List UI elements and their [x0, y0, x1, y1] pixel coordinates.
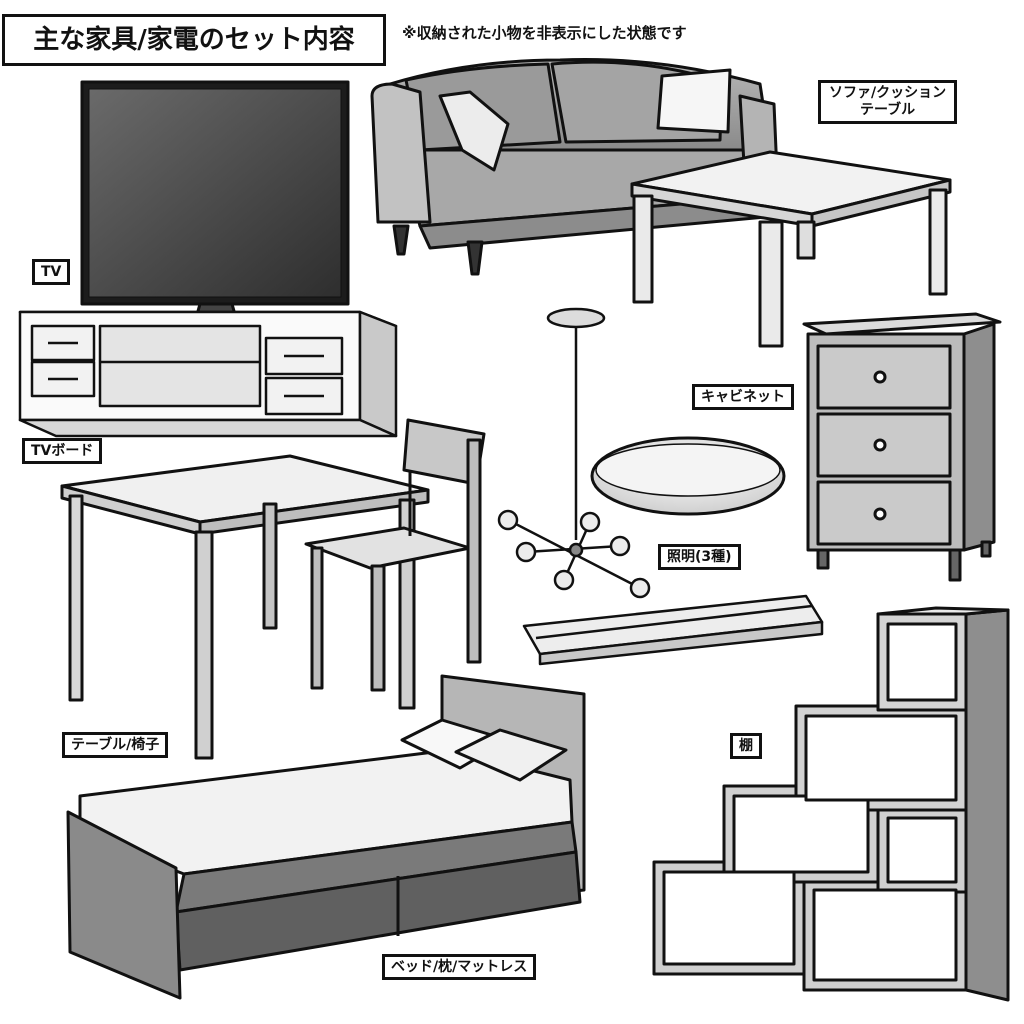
- ceiling-light-illustration: [590, 436, 786, 516]
- label-sofa-line1: ソファ/クッション: [829, 85, 947, 101]
- stair-shelf-illustration: [652, 606, 1010, 1002]
- label-table-chair: テーブル/椅子: [62, 732, 169, 758]
- chair-illustration: [304, 418, 486, 692]
- tv-board-illustration: [18, 310, 398, 438]
- note-text: ※収納された小物を非表示にした状態です: [402, 24, 687, 42]
- label-tv: TV: [32, 259, 71, 285]
- page-title: 主な家具/家電のセット内容: [2, 14, 386, 66]
- tv-illustration: [80, 80, 350, 328]
- label-cabinet: キャビネット: [692, 384, 794, 410]
- label-sofa: ソファ/クッション テーブル: [818, 80, 958, 124]
- label-lighting: 照明(3種): [658, 544, 741, 570]
- cabinet-illustration: [802, 312, 1002, 582]
- fluorescent-light-illustration: [522, 594, 824, 666]
- label-tv-board: TVボード: [22, 438, 103, 464]
- label-bed: ベッド/枕/マットレス: [382, 954, 537, 980]
- pendant-lamp-illustration: [497, 307, 651, 599]
- coffee-table-illustration: [630, 150, 952, 348]
- bed-illustration: [66, 674, 586, 1000]
- dining-table-illustration: [60, 454, 430, 760]
- sofa-illustration: [370, 58, 780, 276]
- label-sofa-line2: テーブル: [859, 102, 916, 118]
- label-shelf: 棚: [730, 733, 762, 759]
